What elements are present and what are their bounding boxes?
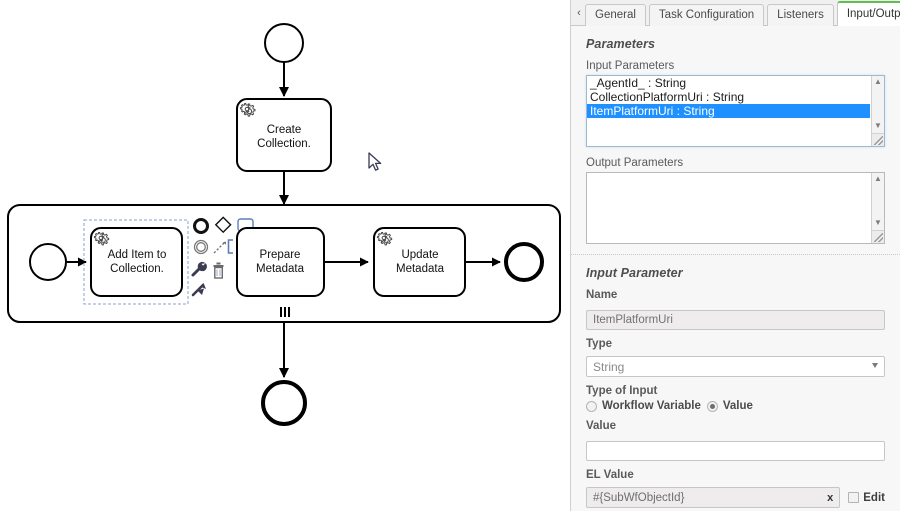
bpmn-canvas[interactable]: Create Collection. (0, 0, 570, 511)
list-item[interactable]: _AgentId_ : String (590, 76, 687, 90)
type-of-input-label: Type of Input (586, 385, 658, 397)
edit-checkbox-wrapper[interactable]: Edit (848, 492, 885, 504)
scroll-up-arrow-icon[interactable]: ▲ (874, 174, 882, 183)
edit-label: Edit (863, 491, 885, 504)
radio-icon[interactable] (586, 400, 597, 412)
tab-general[interactable]: General (585, 4, 646, 26)
value-field[interactable] (586, 441, 885, 461)
service-task-gear-icon (239, 103, 256, 117)
output-parameters-scrollbar[interactable]: ▲ ▼ (871, 173, 884, 243)
start-event[interactable] (264, 23, 304, 63)
type-label: Type (586, 338, 612, 350)
properties-tabbar[interactable]: ‹ General Task Configuration Listeners I… (571, 0, 900, 26)
append-intermediate-event-icon[interactable] (193, 239, 209, 255)
scroll-up-arrow-icon[interactable]: ▲ (874, 77, 882, 86)
output-parameters-label: Output Parameters (586, 157, 684, 169)
subprocess-end-event[interactable] (504, 242, 544, 282)
service-task-gear-icon (376, 232, 393, 246)
el-value-text: #{SubWfObjectId} (593, 492, 685, 504)
tab-listeners[interactable]: Listeners (767, 4, 834, 26)
el-value-label: EL Value (586, 469, 634, 481)
task-add-item-to-collection[interactable]: Add Item to Collection. (90, 227, 183, 297)
name-label: Name (586, 289, 618, 301)
mouse-cursor (368, 152, 382, 171)
radio-workflow-variable-label: Workflow Variable (602, 400, 701, 412)
context-pad[interactable] (191, 216, 254, 297)
parameters-group-title: Parameters (586, 37, 656, 51)
task-label: Collection. (110, 263, 164, 275)
selection-outline (83, 219, 189, 305)
parallel-multi-instance-marker (280, 307, 290, 317)
append-gateway-icon[interactable] (214, 216, 232, 234)
scroll-down-arrow-icon[interactable]: ▼ (874, 218, 882, 227)
tab-task-configuration[interactable]: Task Configuration (648, 4, 765, 26)
parameters-group: Parameters Input Parameters _AgentId_ : … (571, 26, 900, 254)
bpmn-diagram[interactable]: Create Collection. (0, 0, 570, 511)
input-parameter-group: Input Parameter Name Type String Type of… (571, 254, 900, 511)
type-of-input-radio-group[interactable]: Workflow Variable Value (586, 400, 885, 412)
list-item-selected[interactable]: ItemPlatformUri : String (587, 104, 870, 118)
radio-icon-selected[interactable] (706, 400, 718, 412)
el-value-field[interactable]: #{SubWfObjectId} x (586, 487, 841, 508)
radio-value[interactable]: Value (706, 400, 753, 412)
input-parameters-listbox[interactable]: _AgentId_ : String CollectionPlatformUri… (586, 75, 885, 147)
end-event[interactable] (261, 380, 307, 426)
checkbox-icon[interactable] (848, 492, 860, 503)
input-parameters-label: Input Parameters (586, 60, 675, 72)
input-parameters-resize-handle[interactable] (871, 133, 884, 146)
wrench-icon[interactable] (191, 261, 207, 277)
tab-input-output[interactable]: Input/Output (836, 1, 900, 26)
radio-workflow-variable[interactable]: Workflow Variable (586, 400, 701, 412)
properties-body: Parameters Input Parameters _AgentId_ : … (571, 26, 900, 511)
type-select[interactable]: String (586, 356, 885, 377)
name-field[interactable] (586, 310, 885, 330)
task-label: Update (401, 249, 438, 261)
task-label: Metadata (256, 263, 305, 275)
service-task-gear-icon (93, 232, 110, 246)
append-text-annotation-icon[interactable] (191, 283, 206, 297)
task-label: Prepare (260, 249, 301, 261)
connect-icon[interactable] (213, 239, 233, 254)
append-end-event-icon[interactable] (193, 218, 209, 234)
el-value-row: #{SubWfObjectId} x Edit (586, 487, 885, 508)
chevron-down-icon (872, 363, 878, 368)
value-label: Value (586, 420, 617, 432)
task-create-collection[interactable]: Create Collection. (236, 98, 332, 172)
task-label: Add Item to (108, 249, 167, 261)
task-label: Collection. (257, 138, 311, 150)
task-label: Create (267, 124, 302, 136)
task-prepare-metadata[interactable]: Prepare Metadata (236, 227, 325, 297)
input-parameters-scrollbar[interactable]: ▲ ▼ (871, 76, 884, 146)
type-select-wrapper[interactable]: String (586, 356, 885, 377)
output-parameters-listbox[interactable]: ▲ ▼ (586, 172, 885, 244)
radio-value-label: Value (722, 400, 753, 412)
scroll-down-arrow-icon[interactable]: ▼ (874, 121, 882, 130)
clear-icon[interactable]: x (827, 492, 834, 504)
tab-scroll-left-chevron-icon[interactable]: ‹ (573, 0, 585, 25)
list-item[interactable]: CollectionPlatformUri : String (590, 90, 745, 104)
input-parameter-group-title: Input Parameter (586, 266, 683, 280)
properties-panel: ‹ General Task Configuration Listeners I… (570, 0, 900, 511)
trash-icon[interactable] (213, 262, 224, 279)
task-label: Metadata (396, 263, 445, 275)
subprocess-start-event[interactable] (29, 243, 67, 281)
output-parameters-resize-handle[interactable] (871, 230, 884, 243)
task-update-metadata[interactable]: Update Metadata (373, 227, 466, 297)
